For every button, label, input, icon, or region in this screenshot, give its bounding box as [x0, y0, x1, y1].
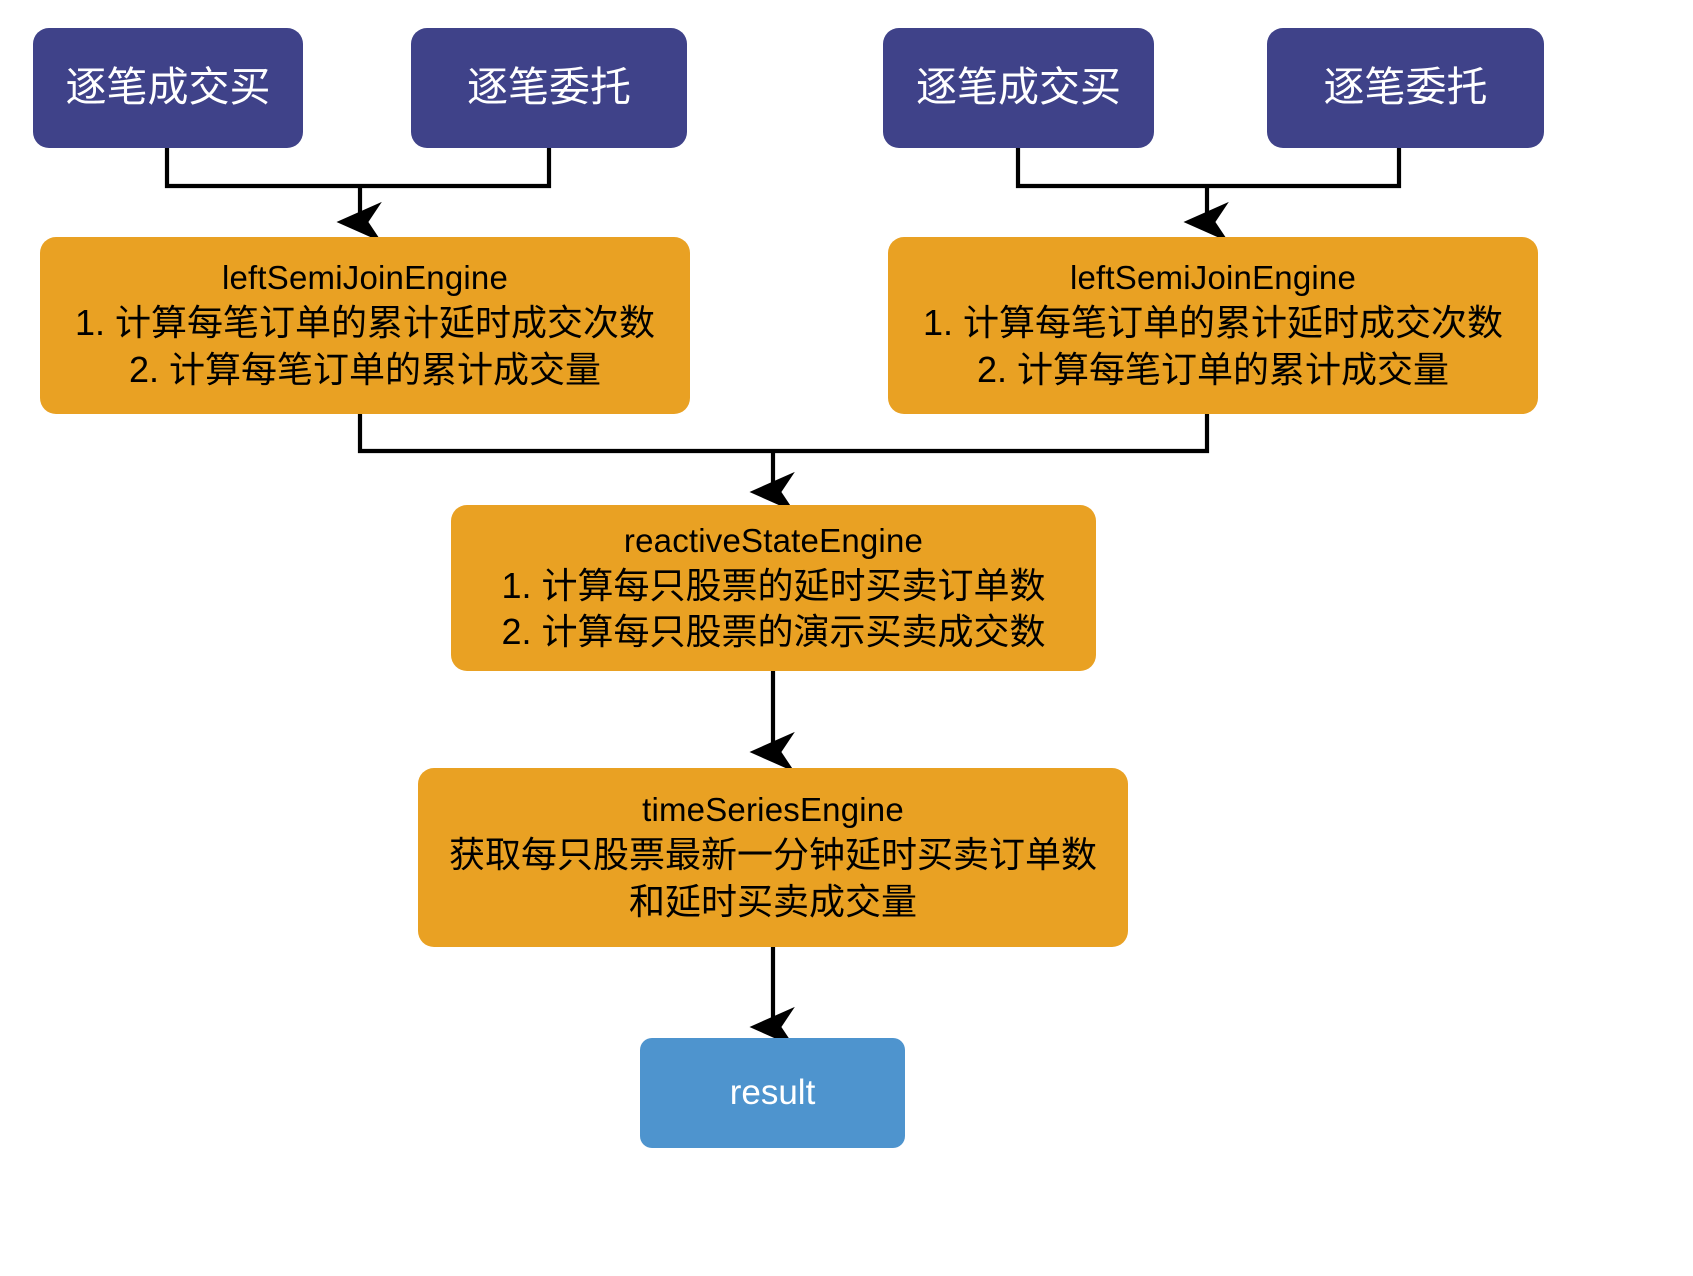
node-result[interactable]: result — [640, 1038, 905, 1148]
node-label: 逐笔委托 — [1323, 64, 1488, 111]
edge-src-left-order-to-join-left — [360, 148, 552, 189]
node-line-1: 1. 计算每只股票的延时买卖订单数 — [501, 564, 1046, 606]
node-title: leftSemiJoinEngine — [1069, 259, 1357, 297]
node-label: result — [729, 1073, 816, 1113]
node-reactive-state-engine[interactable]: reactiveStateEngine 1. 计算每只股票的延时买卖订单数 2.… — [451, 505, 1096, 671]
node-line-1: 1. 计算每笔订单的累计延时成交次数 — [922, 302, 1504, 344]
node-line-1: 获取每只股票最新一分钟延时买卖订单数 — [448, 834, 1097, 876]
node-title: leftSemiJoinEngine — [221, 259, 509, 297]
node-source-left-trade[interactable]: 逐笔成交买 — [33, 28, 303, 148]
edge-join-left-to-reactive — [357, 414, 773, 454]
node-line-1: 1. 计算每笔订单的累计延时成交次数 — [74, 302, 656, 344]
node-line-2: 和延时买卖成交量 — [628, 880, 917, 922]
node-source-right-trade[interactable]: 逐笔成交买 — [883, 28, 1154, 148]
edge-src-right-trade-to-join-right — [1015, 148, 1207, 189]
node-title: reactiveStateEngine — [623, 521, 924, 559]
edge-src-right-order-to-join-right — [1207, 148, 1402, 189]
edge-join-right-to-reactive — [773, 414, 1210, 454]
node-source-left-order[interactable]: 逐笔委托 — [411, 28, 687, 148]
node-line-2: 2. 计算每只股票的演示买卖成交数 — [501, 611, 1046, 653]
node-left-semi-join-engine-left[interactable]: leftSemiJoinEngine 1. 计算每笔订单的累计延时成交次数 2.… — [40, 237, 690, 414]
node-label: 逐笔成交买 — [65, 64, 271, 111]
node-label: 逐笔成交买 — [916, 64, 1121, 111]
node-line-2: 2. 计算每笔订单的累计成交量 — [128, 348, 602, 390]
edge-src-left-trade-to-join-left — [164, 148, 360, 189]
node-source-right-order[interactable]: 逐笔委托 — [1267, 28, 1544, 148]
node-left-semi-join-engine-right[interactable]: leftSemiJoinEngine 1. 计算每笔订单的累计延时成交次数 2.… — [888, 237, 1538, 414]
node-title: timeSeriesEngine — [642, 791, 904, 829]
node-line-2: 2. 计算每笔订单的累计成交量 — [976, 348, 1450, 390]
node-label: 逐笔委托 — [467, 64, 631, 111]
node-time-series-engine[interactable]: timeSeriesEngine 获取每只股票最新一分钟延时买卖订单数 和延时买… — [418, 768, 1128, 947]
